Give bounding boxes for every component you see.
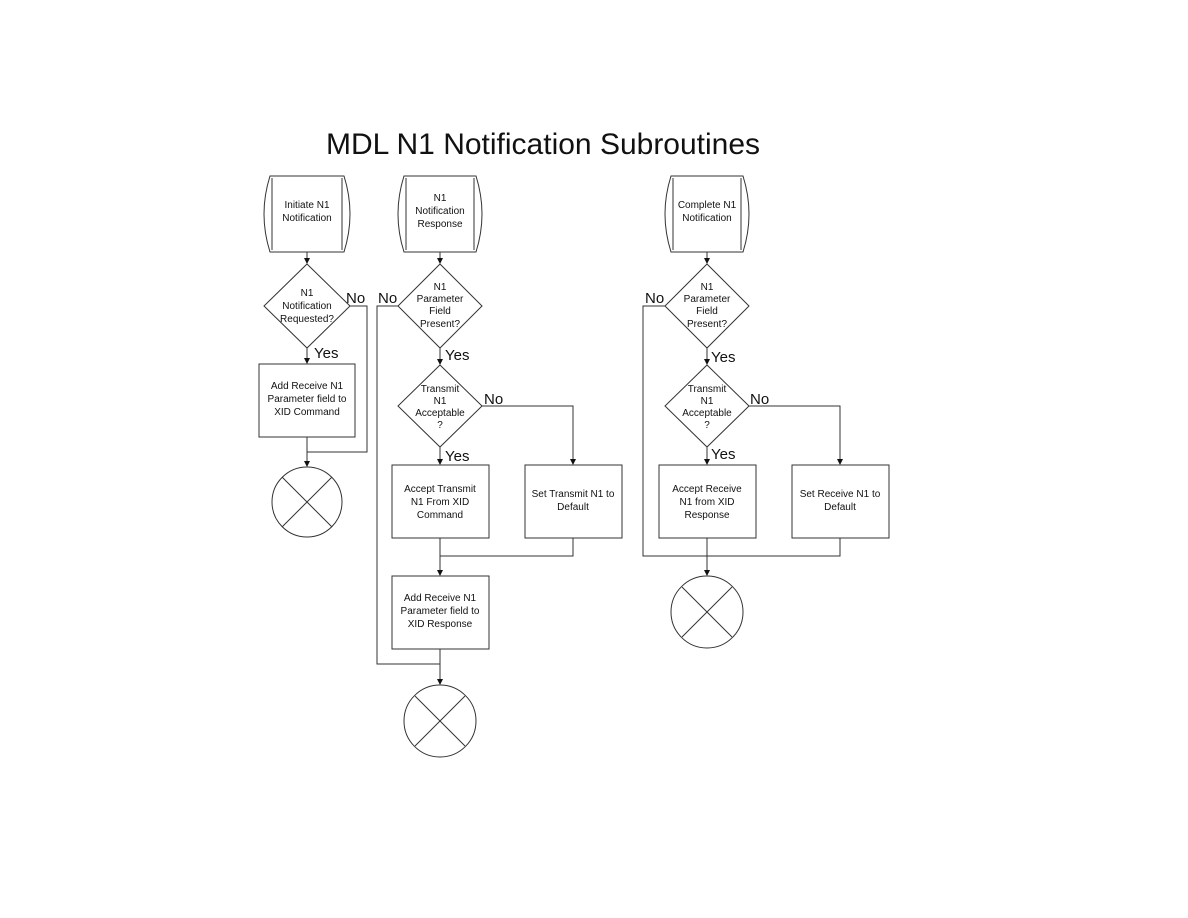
col2-accept-line2: N1 From XID <box>411 497 469 508</box>
col2-decision2-line4: ? <box>437 420 443 431</box>
col2-no1-label: No <box>378 290 397 307</box>
col3-no2-label: No <box>750 391 769 408</box>
col1-no-label: No <box>346 290 365 307</box>
col3-accept-line1: Accept Receive <box>672 484 742 495</box>
col3-yes1-label: Yes <box>711 349 735 366</box>
col2-yes2-label: Yes <box>445 448 469 465</box>
col2-decision2-line2: N1 <box>434 396 447 407</box>
col2-decision1-line1: N1 <box>434 282 447 293</box>
col2-add-line2: Parameter field to <box>401 606 480 617</box>
col2-process-add: Add Receive N1 Parameter field to XID Re… <box>391 575 490 650</box>
col1-start-line2: Notification <box>282 213 331 224</box>
col1-decision-line3: Requested? <box>280 314 334 325</box>
col1-decision-line1: N1 <box>301 288 314 299</box>
col3-decision1-line2: Parameter <box>684 294 731 305</box>
col2-decision1-line2: Parameter <box>417 294 464 305</box>
col2-decision2-line1: Transmit <box>421 384 460 395</box>
col1-process-line1: Add Receive N1 <box>271 381 344 392</box>
col3-start-line1: Complete N1 <box>678 200 737 211</box>
col3-decision2-line1: Transmit <box>688 384 727 395</box>
col1-process-line3: XID Command <box>274 407 340 418</box>
col2-start-line1: N1 <box>434 193 447 204</box>
col3-set-line1: Set Receive N1 to <box>800 489 881 500</box>
col2-decision1-line3: Field <box>429 306 451 317</box>
col2-start-line2: Notification <box>415 206 464 217</box>
col2-decision2: Transmit N1 Acceptable ? <box>397 364 483 448</box>
col1-start-terminator: Initiate N1 Notification <box>263 175 351 253</box>
col3-decision1-line3: Field <box>696 306 718 317</box>
col3-decision2-line3: Acceptable <box>682 408 732 419</box>
col2-decision1: N1 Parameter Field Present? <box>397 263 483 349</box>
col1-process: Add Receive N1 Parameter field to XID Co… <box>258 363 356 438</box>
col3-accept-line2: N1 from XID <box>679 497 734 508</box>
col2-decision2-line3: Acceptable <box>415 408 465 419</box>
col2-accept-line1: Accept Transmit <box>404 484 476 495</box>
col3-decision1-line1: N1 <box>701 282 714 293</box>
col3-decision2-line4: ? <box>704 420 710 431</box>
col3-start-terminator: Complete N1 Notification <box>664 175 750 253</box>
col3-accept-line3: Response <box>684 510 729 521</box>
col3-set-line2: Default <box>824 502 856 513</box>
diagram-title: MDL N1 Notification Subroutines <box>326 128 760 161</box>
col2-yes1-label: Yes <box>445 347 469 364</box>
col2-set-line1: Set Transmit N1 to <box>532 489 615 500</box>
col1-process-line2: Parameter field to <box>268 394 347 405</box>
col3-decision1-line4: Present? <box>687 319 727 330</box>
col3-end-connector <box>670 575 744 649</box>
col1-start-line1: Initiate N1 <box>284 200 329 211</box>
col1-yes-label: Yes <box>314 345 338 362</box>
col2-process-set: Set Transmit N1 to Default <box>524 464 623 539</box>
col1-decision-line2: Notification <box>282 301 331 312</box>
col2-process-accept: Accept Transmit N1 From XID Command <box>391 464 490 539</box>
col3-process-accept: Accept Receive N1 from XID Response <box>658 464 757 539</box>
col3-start-line2: Notification <box>682 213 731 224</box>
col3-decision2: Transmit N1 Acceptable ? <box>664 364 750 448</box>
col3-decision2-line2: N1 <box>701 396 714 407</box>
col3-yes2-label: Yes <box>711 446 735 463</box>
col2-decision1-line4: Present? <box>420 319 460 330</box>
col1-decision: N1 Notification Requested? <box>263 263 351 349</box>
col2-accept-line3: Command <box>417 510 463 521</box>
col1-end-connector <box>271 466 343 538</box>
col3-process-set: Set Receive N1 to Default <box>791 464 890 539</box>
col3-decision1: N1 Parameter Field Present? <box>664 263 750 349</box>
col2-add-line1: Add Receive N1 <box>404 593 477 604</box>
col2-start-line3: Response <box>417 219 462 230</box>
col2-end-connector <box>403 684 477 758</box>
col2-no2-label: No <box>484 391 503 408</box>
col2-start-terminator: N1 Notification Response <box>397 175 483 253</box>
col3-no1-label: No <box>645 290 664 307</box>
col2-add-line3: XID Response <box>408 619 473 630</box>
col2-set-line2: Default <box>557 502 589 513</box>
